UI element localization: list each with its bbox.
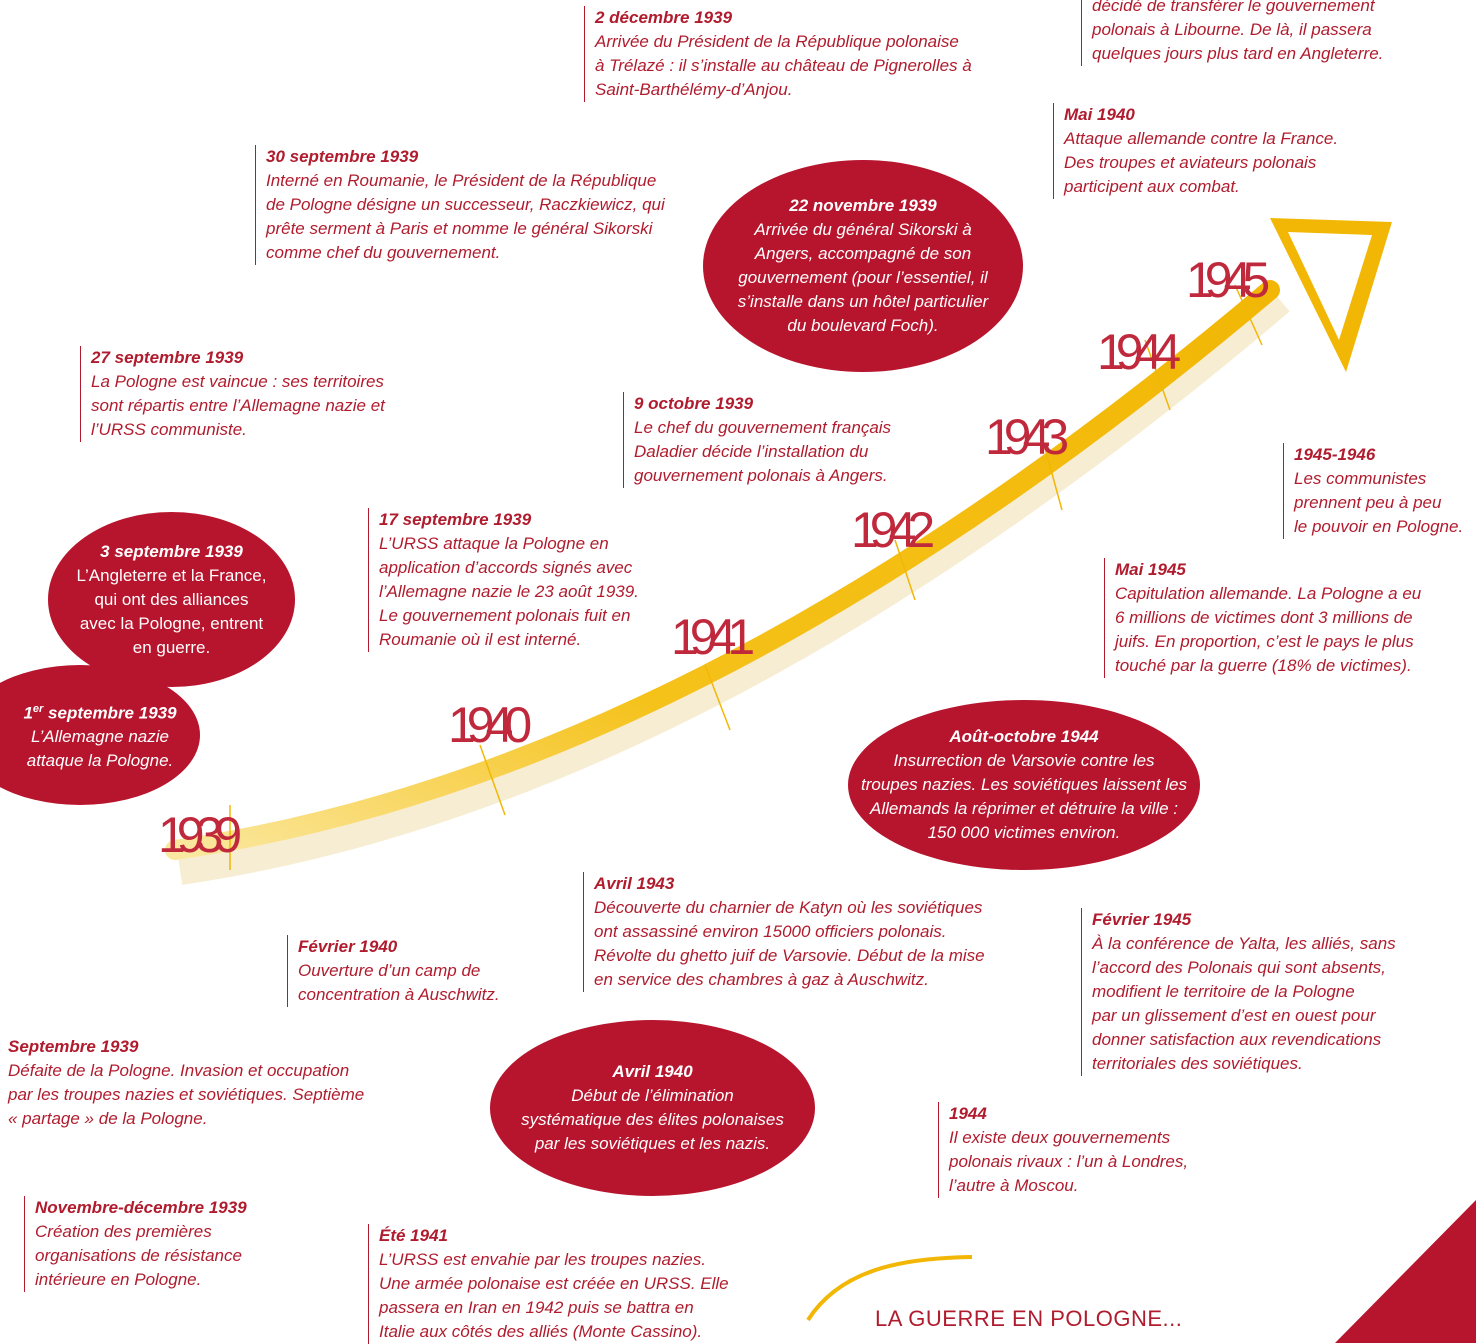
bubble-3-septembre-1939: 3 septembre 1939 L’Angleterre et la Fran…	[48, 512, 295, 687]
corner-triangle	[1335, 1200, 1476, 1343]
arrow-head-inner	[1288, 232, 1372, 340]
year-1939: 1939	[158, 807, 242, 863]
year-1945: 1945	[1186, 252, 1270, 308]
bubble-avril-1940: Avril 1940 Début de l’élimination systém…	[490, 1020, 815, 1196]
event-27-septembre-1939: 27 septembre 1939 La Pologne est vaincue…	[80, 346, 385, 442]
event-fevrier-1940: Février 1940 Ouverture d’un camp de conc…	[287, 935, 500, 1007]
year-1940: 1940	[448, 697, 532, 753]
event-novembre-decembre-1939: Novembre-décembre 1939 Création des prem…	[24, 1196, 247, 1292]
arrow-shaft	[165, 280, 1280, 860]
event-1945-1946: 1945-1946 Les communistes prennent peu à…	[1283, 443, 1463, 539]
year-ticks	[229, 284, 1263, 870]
year-1944: 1944	[1097, 324, 1181, 380]
event-17-septembre-1939: 17 septembre 1939 L’URSS attaque la Polo…	[368, 508, 639, 652]
event-1944: 1944 Il existe deux gouvernements polona…	[938, 1102, 1188, 1198]
event-30-septembre-1939: 30 septembre 1939 Interné en Roumanie, l…	[255, 145, 665, 265]
event-libourne: décidé de transférer le gouvernement pol…	[1081, 0, 1383, 66]
year-1942: 1942	[851, 502, 935, 558]
event-fevrier-1945: Février 1945 À la conférence de Yalta, l…	[1081, 908, 1396, 1076]
bubble-aout-octobre-1944: Août-octobre 1944 Insurrection de Varsov…	[848, 700, 1200, 870]
event-mai-1945: Mai 1945 Capitulation allemande. La Polo…	[1104, 558, 1421, 678]
footer-title: LA GUERRE EN POLOGNE...	[875, 1306, 1183, 1331]
event-ete-1941: Été 1941 L’URSS est envahie par les trou…	[368, 1224, 729, 1344]
bubble-1er-septembre-1939: 1er septembre 1939 L’Allemagne nazie att…	[0, 665, 200, 805]
event-2-decembre-1939: 2 décembre 1939 Arrivée du Président de …	[584, 6, 972, 102]
year-1941: 1941	[671, 609, 755, 665]
arrow-shadow	[177, 288, 1290, 885]
year-1943: 1943	[985, 409, 1069, 465]
event-septembre-1939: Septembre 1939 Défaite de la Pologne. In…	[8, 1037, 365, 1128]
bubble-22-novembre-1939: 22 novembre 1939 Arrivée du général Siko…	[703, 160, 1023, 372]
event-avril-1943: Avril 1943 Découverte du charnier de Kat…	[583, 872, 985, 992]
footer-swoosh	[806, 1255, 973, 1322]
event-mai-1940: Mai 1940 Attaque allemande contre la Fra…	[1053, 103, 1338, 199]
event-9-octobre-1939: 9 octobre 1939 Le chef du gouvernement f…	[623, 392, 891, 488]
